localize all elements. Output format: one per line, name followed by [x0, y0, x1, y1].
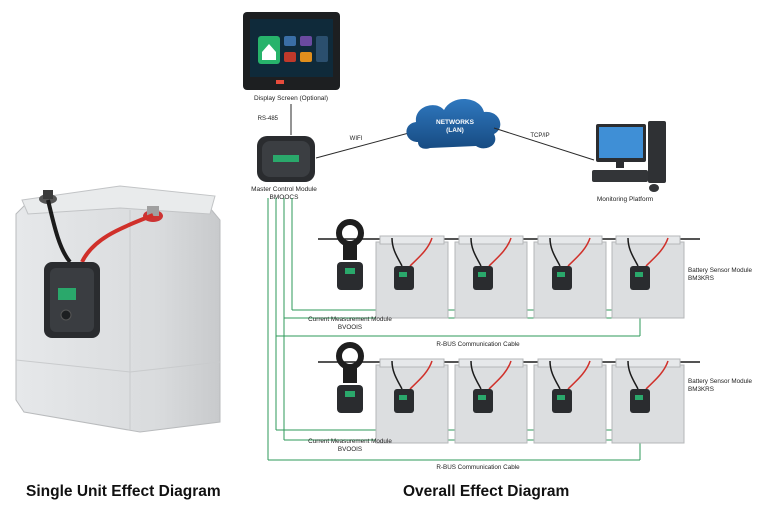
sensor-label-2a: Battery Sensor Module	[688, 378, 753, 385]
battery-2-2	[454, 358, 528, 444]
caption-single-unit: Single Unit Effect Diagram	[26, 483, 221, 500]
current-label-2a: Current Measurement Module	[308, 438, 392, 445]
sensor-label-1b: BM3KRS	[688, 275, 714, 282]
master-label-2: BMOOCS	[270, 194, 300, 201]
rs485-label: RS-485	[258, 116, 279, 122]
battery-2-3	[533, 358, 607, 444]
rbus-label-2: R-BUS Communication Cable	[436, 464, 520, 471]
battery-1-4	[611, 235, 685, 319]
master-label-1: Master Control Module	[251, 186, 317, 193]
battery-2-1	[375, 358, 449, 444]
current-label-1a: Current Measurement Module	[308, 316, 392, 323]
wifi-label: WIFI	[350, 136, 363, 142]
sensor-label-1a: Battery Sensor Module	[688, 267, 753, 274]
battery-1-1	[375, 235, 449, 319]
sensor-label-2b: BM3KRS	[688, 386, 714, 393]
current-label-1b: BVOOIS	[338, 324, 362, 331]
monitoring-computer	[592, 121, 666, 192]
sensor-module-large	[44, 262, 100, 338]
current-clamp-2	[336, 342, 364, 413]
battery-row-1	[318, 219, 700, 319]
master-control-module	[257, 136, 315, 182]
network-cloud	[406, 98, 501, 149]
rbus-label-1: R-BUS Communication Cable	[436, 341, 520, 348]
battery-1-3	[533, 235, 607, 319]
battery-1-2	[454, 235, 528, 319]
caption-overall: Overall Effect Diagram	[403, 483, 570, 500]
tcpip-label: TCP/IP	[530, 133, 549, 139]
network-label-2: (LAN)	[446, 127, 464, 134]
single-unit-battery	[15, 185, 221, 433]
display-screen	[243, 12, 340, 90]
network-label-1: NETWORKS	[436, 119, 475, 126]
current-label-2b: BVOOIS	[338, 446, 362, 453]
battery-row-2	[318, 342, 700, 444]
current-clamp-1	[336, 219, 364, 290]
display-label: Display Screen (Optional)	[254, 95, 328, 102]
monitoring-label: Monitoring Platform	[597, 196, 653, 203]
battery-2-4	[611, 358, 685, 444]
